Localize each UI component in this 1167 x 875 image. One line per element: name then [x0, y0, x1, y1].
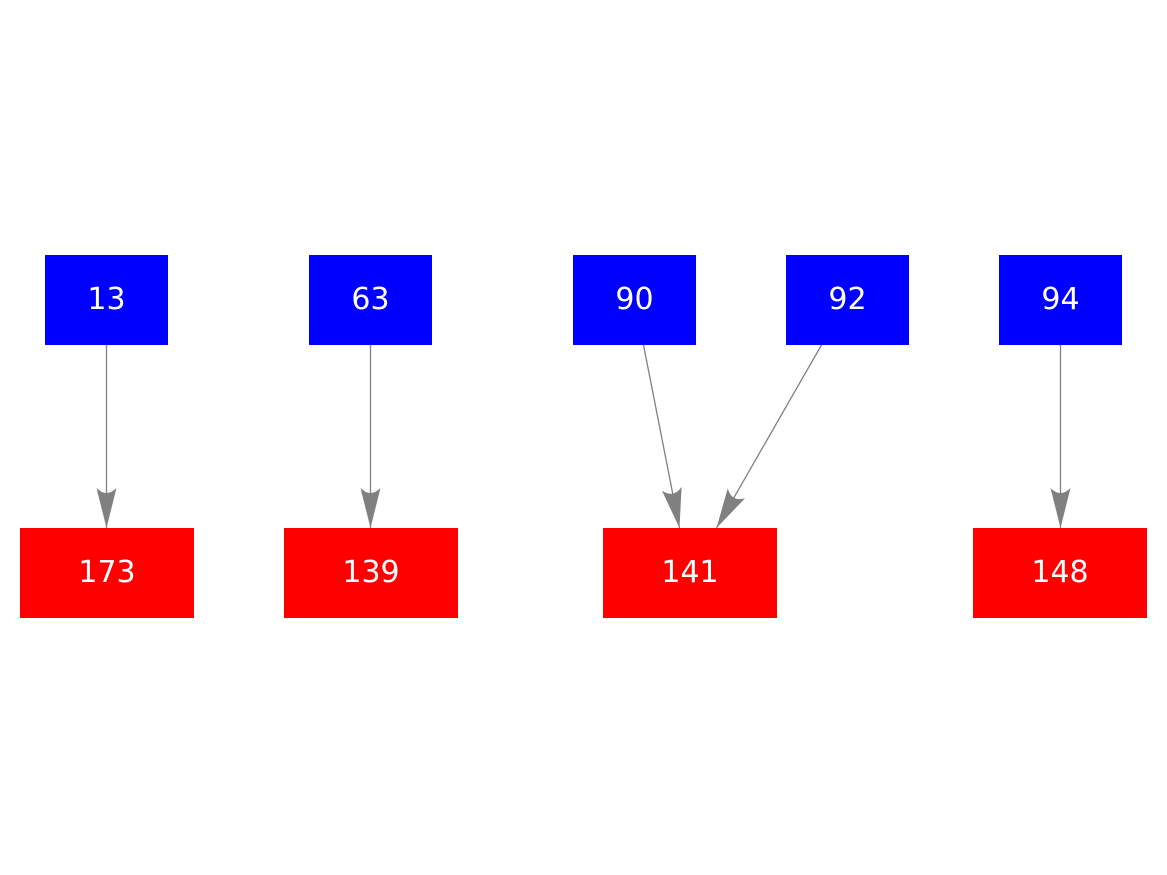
edge-90-to-141 — [642, 344, 682, 529]
target-node-148: 148 — [973, 528, 1147, 618]
source-node-63: 63 — [309, 255, 432, 345]
source-node-90: 90 — [573, 255, 696, 345]
target-node-141: 141 — [603, 528, 777, 618]
edge-group — [96, 344, 1071, 529]
source-node-13: 13 — [45, 255, 168, 345]
source-node-94: 94 — [999, 255, 1122, 345]
target-node-139: 139 — [284, 528, 458, 618]
source-node-92: 92 — [786, 255, 909, 345]
edge-92-to-141 — [715, 344, 823, 529]
target-node-173: 173 — [20, 528, 194, 618]
